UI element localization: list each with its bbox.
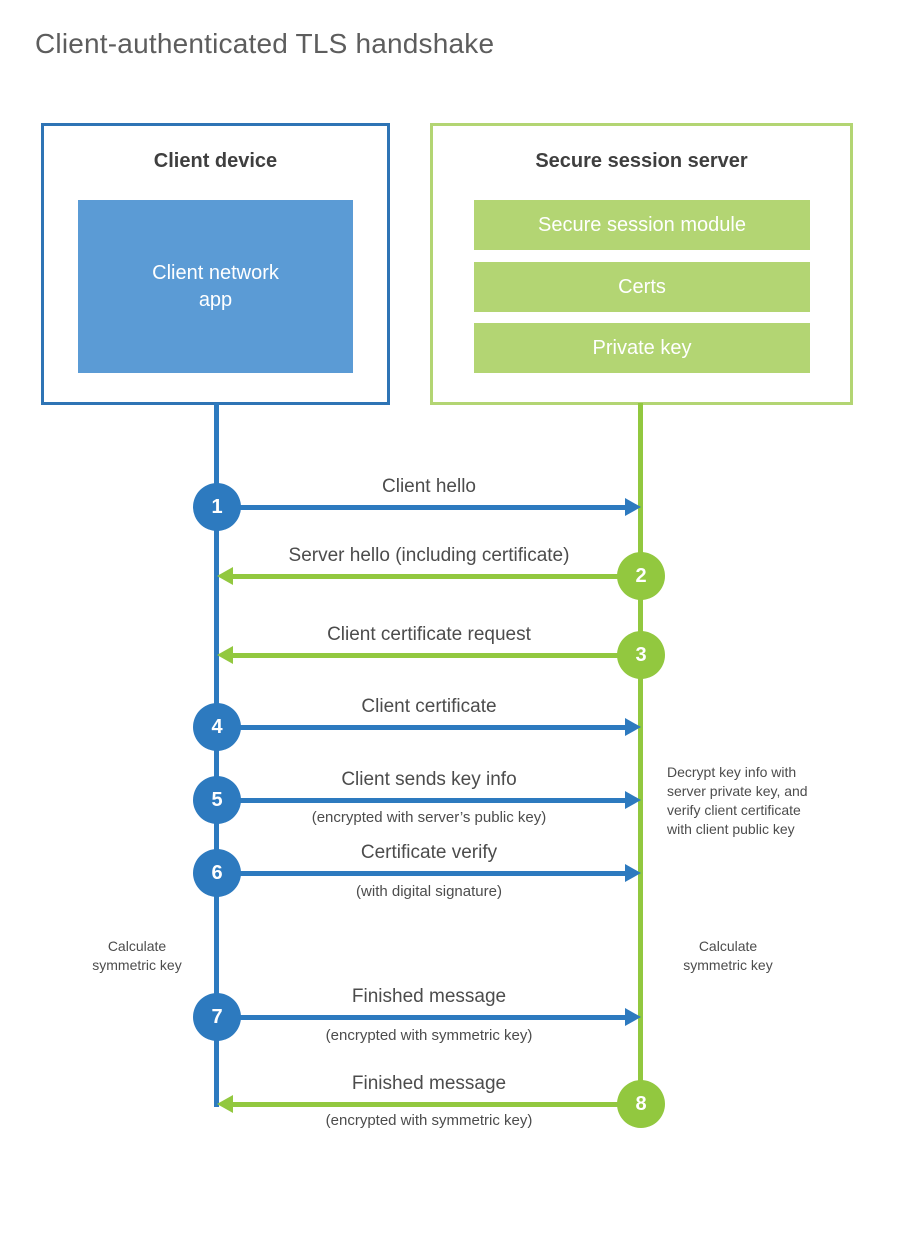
step-8-number: 8 <box>635 1092 647 1115</box>
step-2-arrowhead-icon <box>217 567 233 585</box>
step-2-arrow <box>217 567 641 585</box>
step-3-arrow-line <box>229 653 641 658</box>
step-8-sublabel: (encrypted with symmetric key) <box>325 1112 533 1129</box>
step-2-label: Server hello (including certificate) <box>288 545 570 566</box>
step-2-badge: 2 <box>617 552 665 600</box>
server-calc-note: Calculate symmetric key <box>678 937 778 975</box>
step-7-badge: 7 <box>193 993 241 1041</box>
client-network-app-label-line2: app <box>198 288 233 311</box>
step-3-arrow <box>217 646 641 664</box>
private-key-bar: Private key <box>474 323 810 373</box>
step-4-arrow <box>217 718 641 736</box>
step-7-arrow <box>217 1008 641 1026</box>
server-decrypt-note-line2: server private key, and <box>667 783 808 799</box>
step-6-arrowhead-icon <box>625 864 641 882</box>
step-1-number: 1 <box>211 495 223 518</box>
step-1-badge: 1 <box>193 483 241 531</box>
page-title: Client-authenticated TLS handshake <box>35 28 495 59</box>
step-5-arrow <box>217 791 641 809</box>
server-calc-note-line2: symmetric key <box>683 957 773 973</box>
step-3-badge: 3 <box>617 631 665 679</box>
step-5-number: 5 <box>211 788 223 811</box>
step-4-arrowhead-icon <box>625 718 641 736</box>
server-calc-note-line1: Calculate <box>698 938 758 954</box>
step-6-arrow-line <box>217 871 629 876</box>
client-calc-note: Calculate symmetric key <box>87 937 187 975</box>
step-4-arrow-line <box>217 725 629 730</box>
step-5-arrowhead-icon <box>625 791 641 809</box>
step-8-arrow <box>217 1095 641 1113</box>
client-lifeline <box>214 403 219 1107</box>
server-lifeline <box>638 403 643 1107</box>
step-4-badge: 4 <box>193 703 241 751</box>
step-3-number: 3 <box>635 643 647 666</box>
step-6-sublabel: (with digital signature) <box>356 883 502 900</box>
step-6-number: 6 <box>211 861 223 884</box>
client-network-app-box: Client network app <box>78 200 353 373</box>
step-5-badge: 5 <box>193 776 241 824</box>
step-1-arrow <box>217 498 641 516</box>
step-5-sublabel: (encrypted with server’s public key) <box>311 809 547 826</box>
client-device-box: Client device Client network app <box>41 123 390 405</box>
step-6-label: Certificate verify <box>360 842 498 863</box>
certs-bar: Certs <box>474 262 810 312</box>
step-1-arrowhead-icon <box>625 498 641 516</box>
step-7-sublabel: (encrypted with symmetric key) <box>325 1027 533 1044</box>
step-4-label: Client certificate <box>361 696 497 717</box>
step-8-arrowhead-icon <box>217 1095 233 1113</box>
step-7-arrowhead-icon <box>625 1008 641 1026</box>
step-7-number: 7 <box>211 1005 223 1028</box>
client-network-app-label-line1: Client network <box>152 261 279 284</box>
step-7-label: Finished message <box>351 986 507 1007</box>
step-7-arrow-line <box>217 1015 629 1020</box>
step-6-badge: 6 <box>193 849 241 897</box>
secure-session-server-heading: Secure session server <box>535 150 748 172</box>
step-8-badge: 8 <box>617 1080 665 1128</box>
step-1-arrow-line <box>217 505 629 510</box>
client-calc-note-line1: Calculate <box>107 938 167 954</box>
server-decrypt-note: Decrypt key info with server private key… <box>667 763 837 839</box>
server-decrypt-note-line1: Decrypt key info with <box>667 764 797 780</box>
step-4-number: 4 <box>211 715 223 738</box>
step-5-arrow-line <box>217 798 629 803</box>
secure-session-server-box: Secure session server Secure session mod… <box>430 123 853 405</box>
step-2-arrow-line <box>229 574 641 579</box>
secure-session-module-bar: Secure session module <box>474 200 810 250</box>
server-decrypt-note-line3: verify client certificate <box>667 802 801 818</box>
server-decrypt-note-line4: with client public key <box>667 821 795 837</box>
client-device-heading: Client device <box>153 150 278 172</box>
step-3-label: Client certificate request <box>327 624 531 645</box>
step-5-label: Client sends key info <box>341 769 517 790</box>
client-calc-note-line2: symmetric key <box>92 957 182 973</box>
step-8-label: Finished message <box>351 1073 507 1094</box>
step-1-label: Client hello <box>382 476 476 497</box>
step-6-arrow <box>217 864 641 882</box>
step-8-arrow-line <box>229 1102 641 1107</box>
step-2-number: 2 <box>635 564 647 587</box>
step-3-arrowhead-icon <box>217 646 233 664</box>
